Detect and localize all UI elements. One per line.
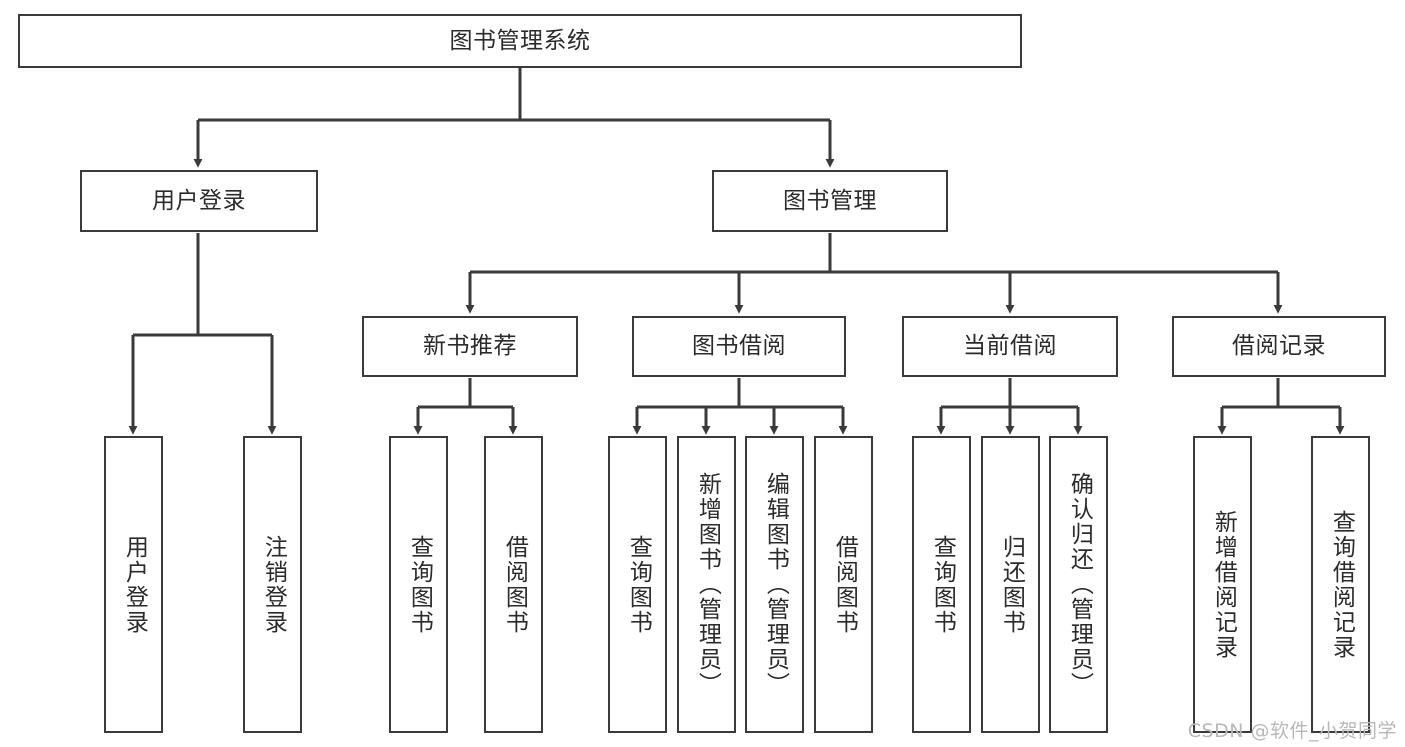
leaf-user-login[interactable]: 用户登录 xyxy=(104,436,163,733)
node-new-book-rec-label: 新书推荐 xyxy=(423,333,517,360)
leaf-query-book-2[interactable]: 查询图书 xyxy=(608,436,667,733)
node-root-label: 图书管理系统 xyxy=(449,27,591,54)
leaf-add-book[interactable]: 新增图书（管理员） xyxy=(677,436,736,733)
leaf-query-book-2-label: 查询图书 xyxy=(625,534,652,635)
leaf-add-record[interactable]: 新增借阅记录 xyxy=(1193,436,1252,733)
leaf-query-book-3[interactable]: 查询图书 xyxy=(912,436,971,733)
leaf-query-book-1-label: 查询图书 xyxy=(406,534,433,635)
node-borrow-record-label: 借阅记录 xyxy=(1232,333,1326,360)
leaf-edit-book[interactable]: 编辑图书（管理员） xyxy=(745,436,804,733)
leaf-logout[interactable]: 注销登录 xyxy=(243,436,302,733)
leaf-confirm-return-label: 确认归还（管理员） xyxy=(1066,472,1093,697)
node-book-manage-label: 图书管理 xyxy=(783,187,877,214)
leaf-add-book-label: 新增图书（管理员） xyxy=(694,472,721,697)
leaf-user-login-label: 用户登录 xyxy=(121,534,148,635)
node-book-borrow[interactable]: 图书借阅 xyxy=(632,316,846,377)
node-current-borrow-label: 当前借阅 xyxy=(963,333,1057,360)
node-new-book-rec[interactable]: 新书推荐 xyxy=(362,316,578,377)
node-user-login[interactable]: 用户登录 xyxy=(80,170,318,232)
node-book-manage[interactable]: 图书管理 xyxy=(712,170,948,232)
watermark-text: CSDN @软件_小贺同学 xyxy=(1187,720,1397,742)
leaf-add-record-label: 新增借阅记录 xyxy=(1210,509,1237,660)
leaf-query-book-3-label: 查询图书 xyxy=(929,534,956,635)
node-book-borrow-label: 图书借阅 xyxy=(692,333,786,360)
leaf-borrow-book-2[interactable]: 借阅图书 xyxy=(814,436,873,733)
leaf-return-book-label: 归还图书 xyxy=(998,534,1025,635)
leaf-query-record[interactable]: 查询借阅记录 xyxy=(1311,436,1370,733)
node-borrow-record[interactable]: 借阅记录 xyxy=(1172,316,1386,377)
leaf-logout-label: 注销登录 xyxy=(260,534,287,635)
leaf-edit-book-label: 编辑图书（管理员） xyxy=(762,472,789,697)
leaf-query-book-1[interactable]: 查询图书 xyxy=(389,436,448,733)
leaf-borrow-book-1-label: 借阅图书 xyxy=(501,534,528,635)
node-current-borrow[interactable]: 当前借阅 xyxy=(902,316,1118,377)
node-root[interactable]: 图书管理系统 xyxy=(18,14,1022,68)
leaf-confirm-return[interactable]: 确认归还（管理员） xyxy=(1049,436,1108,733)
leaf-borrow-book-1[interactable]: 借阅图书 xyxy=(484,436,543,733)
leaf-query-record-label: 查询借阅记录 xyxy=(1328,509,1355,660)
leaf-borrow-book-2-label: 借阅图书 xyxy=(831,534,858,635)
node-user-login-label: 用户登录 xyxy=(152,187,246,214)
leaf-return-book[interactable]: 归还图书 xyxy=(981,436,1040,733)
